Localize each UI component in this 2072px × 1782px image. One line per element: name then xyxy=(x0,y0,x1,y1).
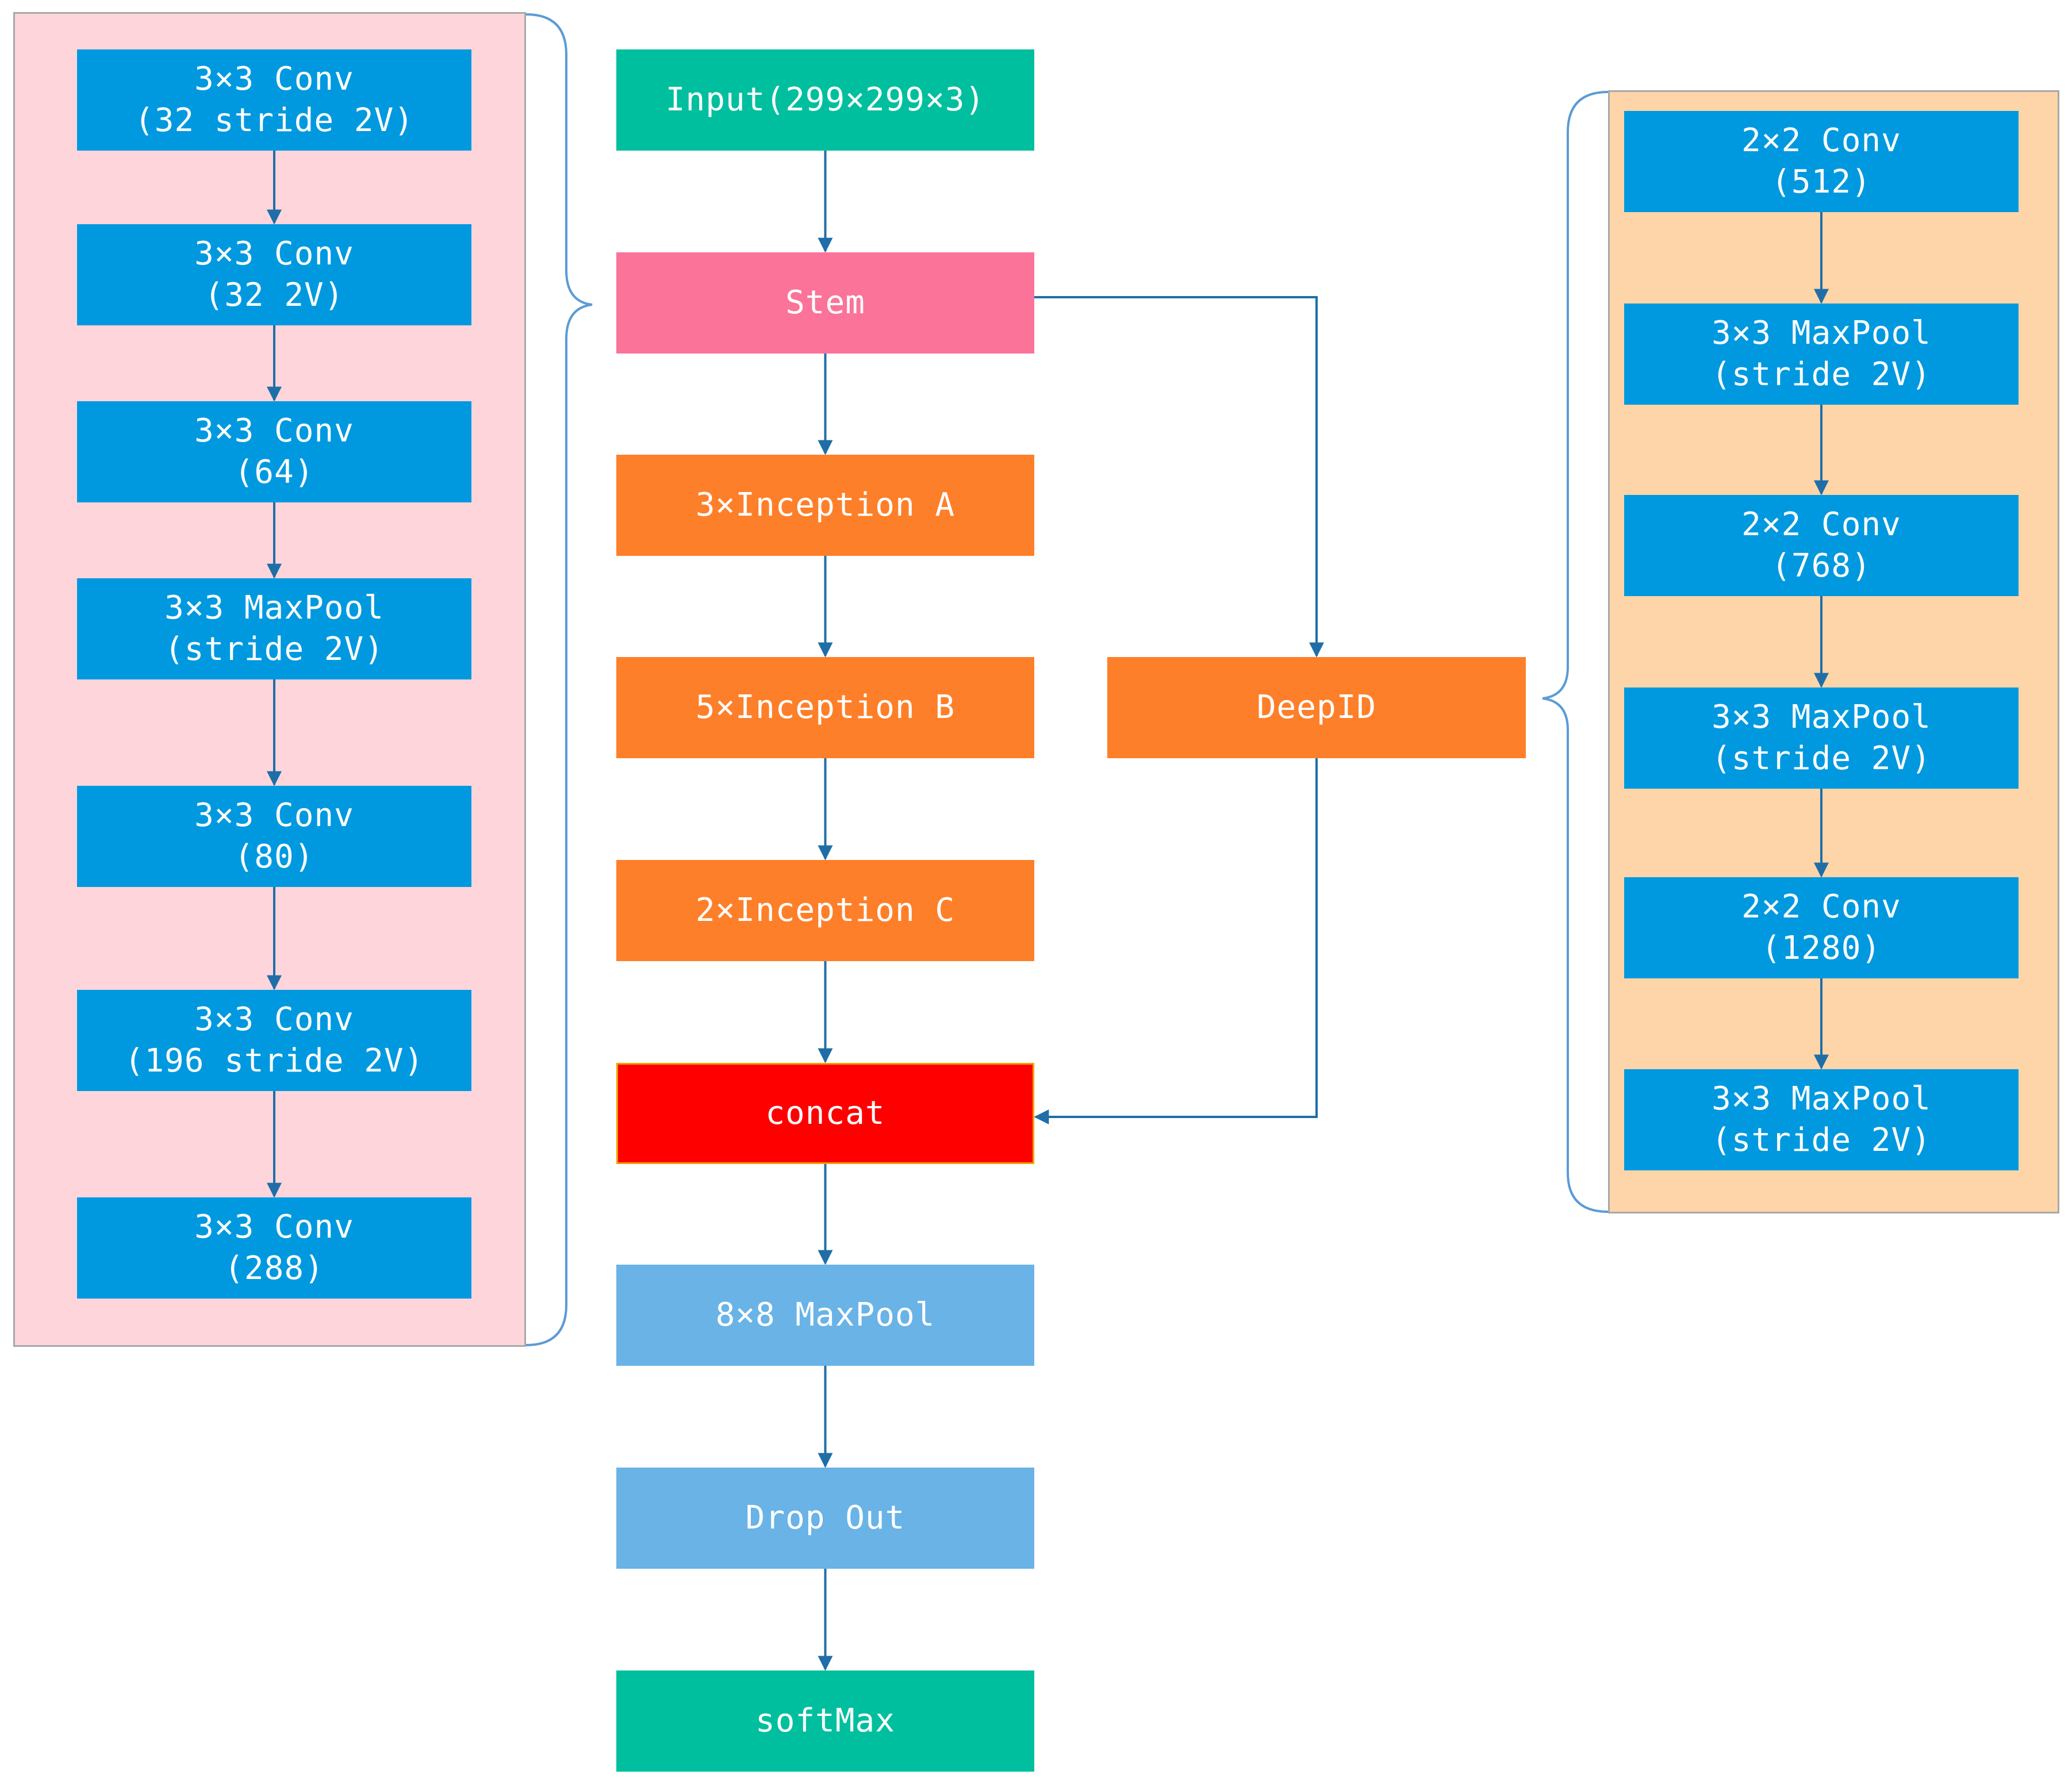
stem-maxpool-node: 3×3 MaxPool (stride 2V) xyxy=(77,578,471,679)
deepid-node: DeepID xyxy=(1107,657,1526,758)
inception-a-node: 3×Inception A xyxy=(616,455,1034,556)
stem-conv-6-node: 3×3 Conv (288) xyxy=(77,1197,471,1299)
maxpool-8x8-node: 8×8 MaxPool xyxy=(616,1265,1034,1366)
stem-node: Stem xyxy=(616,252,1034,354)
deepid-detail-panel xyxy=(1608,90,2059,1213)
deepid-maxpool-2-node: 3×3 MaxPool (stride 2V) xyxy=(1624,688,2019,789)
stem-brace xyxy=(525,13,593,1346)
deepid-to-concat-edge xyxy=(1034,758,1318,1124)
stem-conv-3-node: 3×3 Conv (64) xyxy=(77,401,471,502)
input-node: Input(299×299×3) xyxy=(616,49,1034,151)
deepid-conv-1-node: 2×2 Conv (512) xyxy=(1624,111,2019,212)
stem-conv-5-node: 3×3 Conv (196 stride 2V) xyxy=(77,990,471,1091)
stem-to-deepid-edge xyxy=(1034,296,1324,658)
inception-b-node: 5×Inception B xyxy=(616,657,1034,758)
stem-conv-4-node: 3×3 Conv (80) xyxy=(77,786,471,887)
deepid-maxpool-3-node: 3×3 MaxPool (stride 2V) xyxy=(1624,1069,2019,1170)
stem-conv-1-node: 3×3 Conv (32 stride 2V) xyxy=(77,49,471,151)
concat-node: concat xyxy=(616,1063,1034,1164)
inception-c-node: 2×Inception C xyxy=(616,860,1034,961)
stem-conv-2-node: 3×3 Conv (32 2V) xyxy=(77,224,471,325)
deepid-brace xyxy=(1542,91,1609,1213)
softmax-node: softMax xyxy=(616,1670,1034,1772)
deepid-conv-3-node: 2×2 Conv (1280) xyxy=(1624,877,2019,978)
deepid-conv-2-node: 2×2 Conv (768) xyxy=(1624,495,2019,596)
dropout-node: Drop Out xyxy=(616,1468,1034,1569)
deepid-maxpool-1-node: 3×3 MaxPool (stride 2V) xyxy=(1624,304,2019,405)
